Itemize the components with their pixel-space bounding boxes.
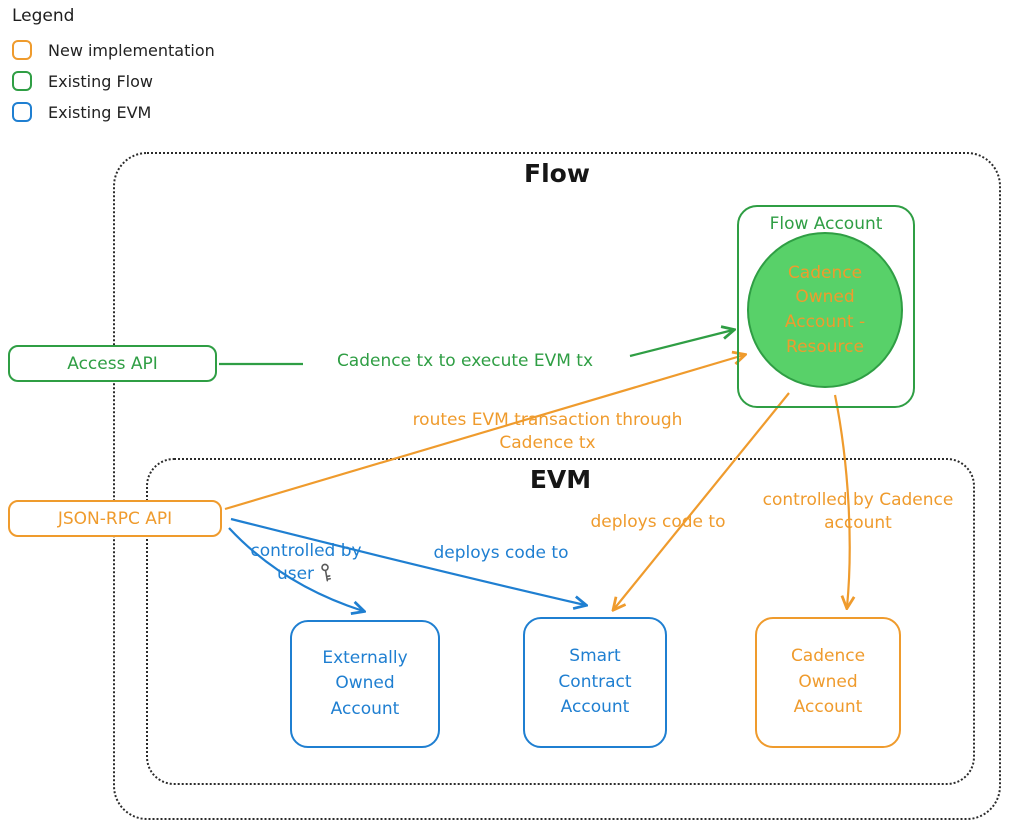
cadence-owned-account-node: Cadence Owned Account: [755, 617, 901, 748]
edge-label-cadence-tx: Cadence tx to execute EVM tx: [336, 351, 594, 371]
cadence-owned-account-resource-circle: Cadence Owned Account - Resource: [747, 232, 903, 388]
flow-container: Flow: [113, 152, 1001, 820]
edge-label-routes-evm: routes EVM transaction through Cadence t…: [385, 409, 710, 455]
edge-label-controlled-by-cadence: controlled by Cadence account: [752, 489, 964, 535]
cadence-owned-account-resource-label: Cadence Owned Account - Resource: [784, 262, 866, 357]
edge-label-deploys-code-user: deploys code to: [433, 543, 569, 563]
legend: Legend New implementation Existing Flow …: [12, 6, 215, 133]
edge-label-routes-evm-line2: Cadence tx: [499, 432, 596, 453]
legend-swatch-orange-icon: [12, 40, 32, 60]
flow-container-title: Flow: [524, 159, 590, 188]
legend-label-existing-evm: Existing EVM: [48, 102, 152, 122]
edge-label-controlled-by-user-line1: controlled by: [250, 541, 362, 561]
access-api-node: Access API: [8, 345, 217, 382]
cadence-owned-account-label: Cadence Owned Account: [790, 646, 866, 718]
legend-label-new-implementation: New implementation: [48, 40, 215, 60]
access-api-label: Access API: [67, 353, 158, 374]
legend-item-existing-evm: Existing EVM: [12, 102, 215, 122]
externally-owned-account-node: Externally Owned Account: [290, 620, 440, 748]
flow-account-title: Flow Account: [769, 214, 883, 234]
legend-label-existing-flow: Existing Flow: [48, 71, 153, 91]
edge-label-controlled-by-user: controlled by user: [240, 540, 372, 586]
legend-item-new-implementation: New implementation: [12, 40, 215, 60]
legend-item-existing-flow: Existing Flow: [12, 71, 215, 91]
flow-account-box: Flow Account: [737, 205, 915, 408]
edge-label-deploys-code-cadence: deploys code to: [590, 512, 726, 532]
legend-swatch-green-icon: [12, 71, 32, 91]
edge-label-controlled-by-cadence-line1: controlled by Cadence: [762, 490, 954, 510]
edge-label-routes-evm-line1: routes EVM transaction through: [412, 410, 683, 430]
smart-contract-account-node: Smart Contract Account: [523, 617, 667, 748]
legend-title: Legend: [12, 6, 75, 26]
json-rpc-api-label: JSON-RPC API: [57, 508, 173, 529]
key-icon: [314, 560, 339, 585]
json-rpc-api-node: JSON-RPC API: [8, 500, 222, 537]
externally-owned-account-label: Externally Owned Account: [322, 647, 408, 719]
legend-swatch-blue-icon: [12, 102, 32, 122]
smart-contract-account-label: Smart Contract Account: [558, 646, 632, 718]
edge-label-controlled-by-user-line2: user: [276, 563, 315, 584]
edge-label-controlled-by-cadence-line2: account: [824, 512, 892, 533]
